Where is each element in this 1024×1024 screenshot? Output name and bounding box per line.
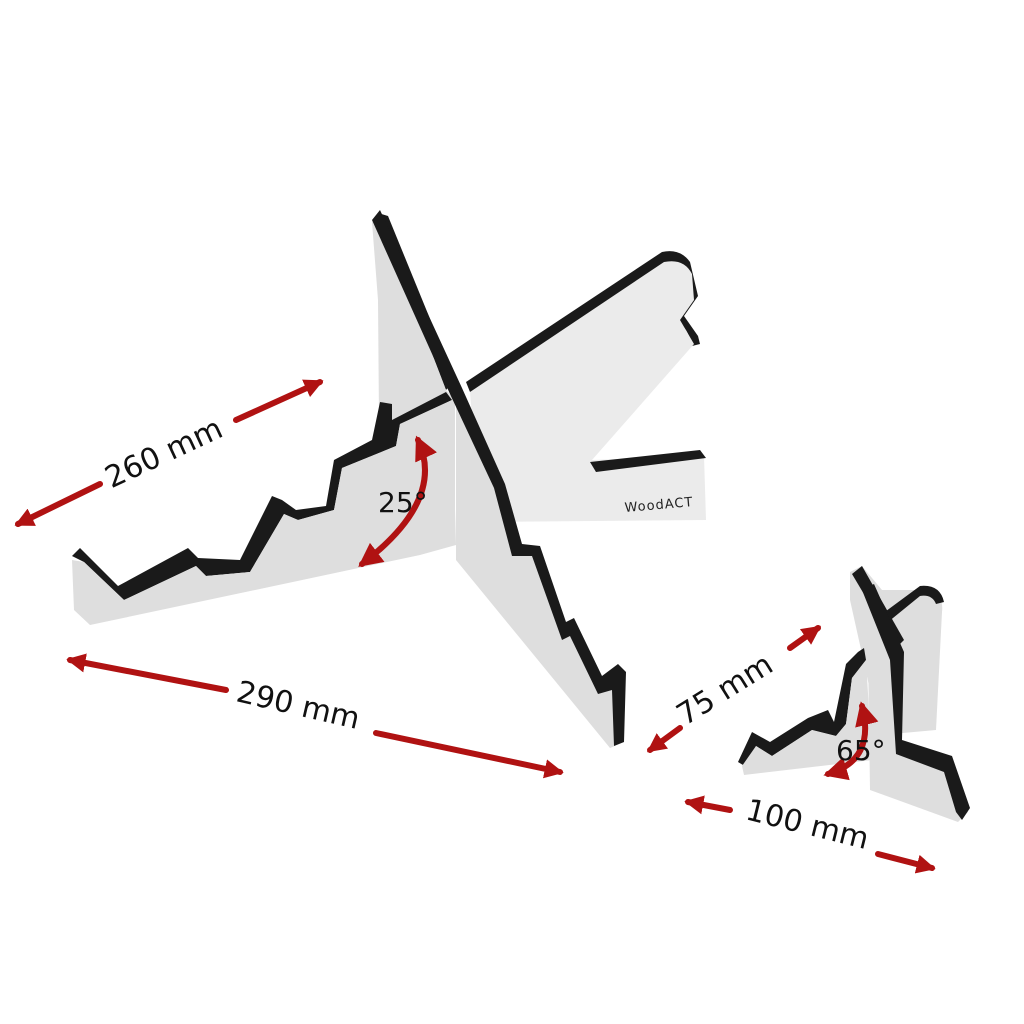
angle-65: 65° <box>823 701 886 781</box>
arrow-260-right <box>233 379 324 423</box>
small-stand-front-panel <box>862 584 970 822</box>
dimension-290mm: 290 mm <box>66 653 564 779</box>
angle-label-65: 65° <box>836 734 886 767</box>
arrow-290-left <box>66 653 229 693</box>
dimension-label-75: 75 mm <box>671 647 780 733</box>
arrow-260-left <box>14 481 103 527</box>
arrow-100-left <box>684 795 733 815</box>
large-stand-right-arm <box>466 251 706 522</box>
arrow-75-right <box>787 625 822 651</box>
large-stand: WoodACT <box>72 210 706 748</box>
dimension-label-290: 290 mm <box>233 675 363 737</box>
dimension-label-100: 100 mm <box>742 793 872 857</box>
arrow-290-right <box>373 730 564 779</box>
angle-arc-25 <box>358 435 437 567</box>
arrow-75-left <box>646 725 683 753</box>
dimension-label-260: 260 mm <box>100 411 228 496</box>
angle-25: 25° <box>358 435 437 567</box>
large-stand-front-panel <box>372 210 626 748</box>
small-stand <box>738 566 970 822</box>
dimension-100mm: 100 mm <box>684 793 936 874</box>
angle-arc-65 <box>823 701 879 781</box>
angle-label-25: 25° <box>378 486 428 519</box>
arrow-100-right <box>875 851 936 874</box>
brand-label: WoodACT <box>624 495 694 516</box>
